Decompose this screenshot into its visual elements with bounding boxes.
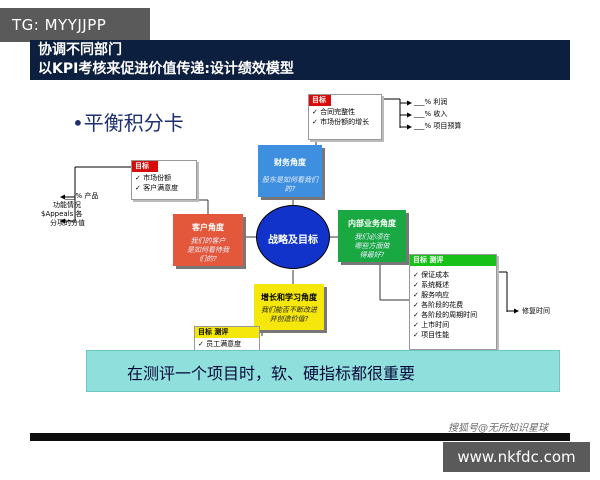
financial-measures: ___% 利润 ___% 收入 ___% 项目预算 xyxy=(414,98,461,131)
summary-banner: 在测评一个项目时，软、硬指标都很重要 xyxy=(86,350,560,392)
url-watermark: www.nkfdc.com xyxy=(443,442,590,472)
internal-objectives-box: 目标 测评 ✓ 保证成本 ✓ 系统概述 ✓ 服务响应 ✓ 各阶段的花费 ✓ 各阶… xyxy=(409,254,497,350)
financial-perspective-title: 财务角度 xyxy=(274,158,306,167)
internal-item: ✓ 保证成本 xyxy=(413,271,450,279)
customer-item: ✓ 市场份额 xyxy=(135,174,172,182)
strategy-center: 战略及目标 xyxy=(256,205,330,269)
customer-perspective: 客户角度 我们的客户 是如何看待我 们的? xyxy=(173,214,243,266)
financial-item: ✓ 市场份额的增长 xyxy=(312,118,370,126)
learning-perspective-question: 我们能否不断改进 并创造价值? xyxy=(261,306,317,323)
strategy-center-label: 战略及目标 xyxy=(268,235,318,246)
internal-box-header: 目标 测评 xyxy=(410,255,496,266)
learning-objectives-box: 目标 测评 ✓ 员工满意度 xyxy=(194,326,260,352)
customer-item: ✓ 客户满意度 xyxy=(135,184,179,192)
header-line-1: 协调不同部门 xyxy=(38,42,122,58)
learning-item: ✓ 员工满意度 xyxy=(198,340,242,348)
customer-objectives-box: 目标 ✓ 市场份额 ✓ 客户满意度 xyxy=(131,160,197,200)
learning-box-header: 目标 测评 xyxy=(195,327,259,338)
internal-perspective-title: 内部业务角度 xyxy=(348,219,396,228)
financial-measure: ___% 利润 xyxy=(414,98,448,106)
internal-item: ✓ 系统概述 xyxy=(413,281,450,289)
learning-perspective: 增长和学习角度 我们能否不断改进 并创造价值? xyxy=(254,284,324,330)
internal-perspective-question: 我们必须在 哪些方面做 得最好? xyxy=(354,233,390,259)
financial-measure: ___% 项目预算 xyxy=(414,122,462,130)
internal-measure: 修复时间 xyxy=(522,307,550,315)
summary-banner-text: 在测评一个项目时，软、硬指标都很重要 xyxy=(127,364,416,383)
financial-perspective: 财务角度 股东是如何看我们的? xyxy=(258,145,322,197)
financial-perspective-question: 股东是如何看我们的? xyxy=(262,176,318,193)
learning-box-list: ✓ 员工满意度 xyxy=(195,338,259,350)
customer-measure: ___% 产品 xyxy=(65,192,99,200)
customer-measure: 功能情况 xyxy=(53,201,81,209)
financial-box-list: ✓ 合同完整性 ✓ 市场份额的增长 xyxy=(309,106,381,128)
internal-box-list: ✓ 保证成本 ✓ 系统概述 ✓ 服务响应 ✓ 各阶段的花费 ✓ 各阶段的周期时间… xyxy=(410,266,496,341)
internal-item: ✓ 上市时间 xyxy=(413,321,450,329)
internal-item: ✓ 服务响应 xyxy=(413,291,450,299)
bottom-bar xyxy=(30,433,570,441)
slide-header: 协调不同部门 以KPI考核来促进价值传递:设计绩效模型 xyxy=(30,40,570,80)
watermark-tag: TG: MYYJJPP xyxy=(0,8,150,42)
internal-perspective: 内部业务角度 我们必须在 哪些方面做 得最好? xyxy=(338,210,406,262)
internal-item: ✓ 项目性能 xyxy=(413,331,450,339)
balanced-scorecard-title: •平衡积分卡 xyxy=(72,111,184,135)
learning-perspective-title: 增长和学习角度 xyxy=(261,293,317,302)
financial-box-header: 目标 xyxy=(309,95,331,106)
header-line-2: 以KPI考核来促进价值传递:设计绩效模型 xyxy=(38,61,294,77)
customer-box-header: 目标 xyxy=(132,161,158,172)
customer-perspective-title: 客户角度 xyxy=(192,223,224,232)
customer-box-list: ✓ 市场份额 ✓ 客户满意度 xyxy=(132,172,196,194)
financial-objectives-box: 目标 ✓ 合同完整性 ✓ 市场份额的增长 xyxy=(308,94,382,140)
financial-item: ✓ 合同完整性 xyxy=(312,108,356,116)
internal-item: ✓ 各阶段的花费 xyxy=(413,301,464,309)
customer-measure: 分项的分值 xyxy=(50,219,85,227)
financial-measure: ___% 收入 xyxy=(414,110,448,118)
customer-measure: $Appeals 各 xyxy=(41,210,83,218)
customer-measures: ___% 产品 功能情况 $Appeals 各 分项的分值 xyxy=(41,192,98,228)
internal-item: ✓ 各阶段的周期时间 xyxy=(413,311,478,319)
customer-perspective-question: 我们的客户 是如何看待我 们的? xyxy=(187,237,229,263)
source-watermark: 搜狐号@无所知识星球 xyxy=(448,423,548,434)
